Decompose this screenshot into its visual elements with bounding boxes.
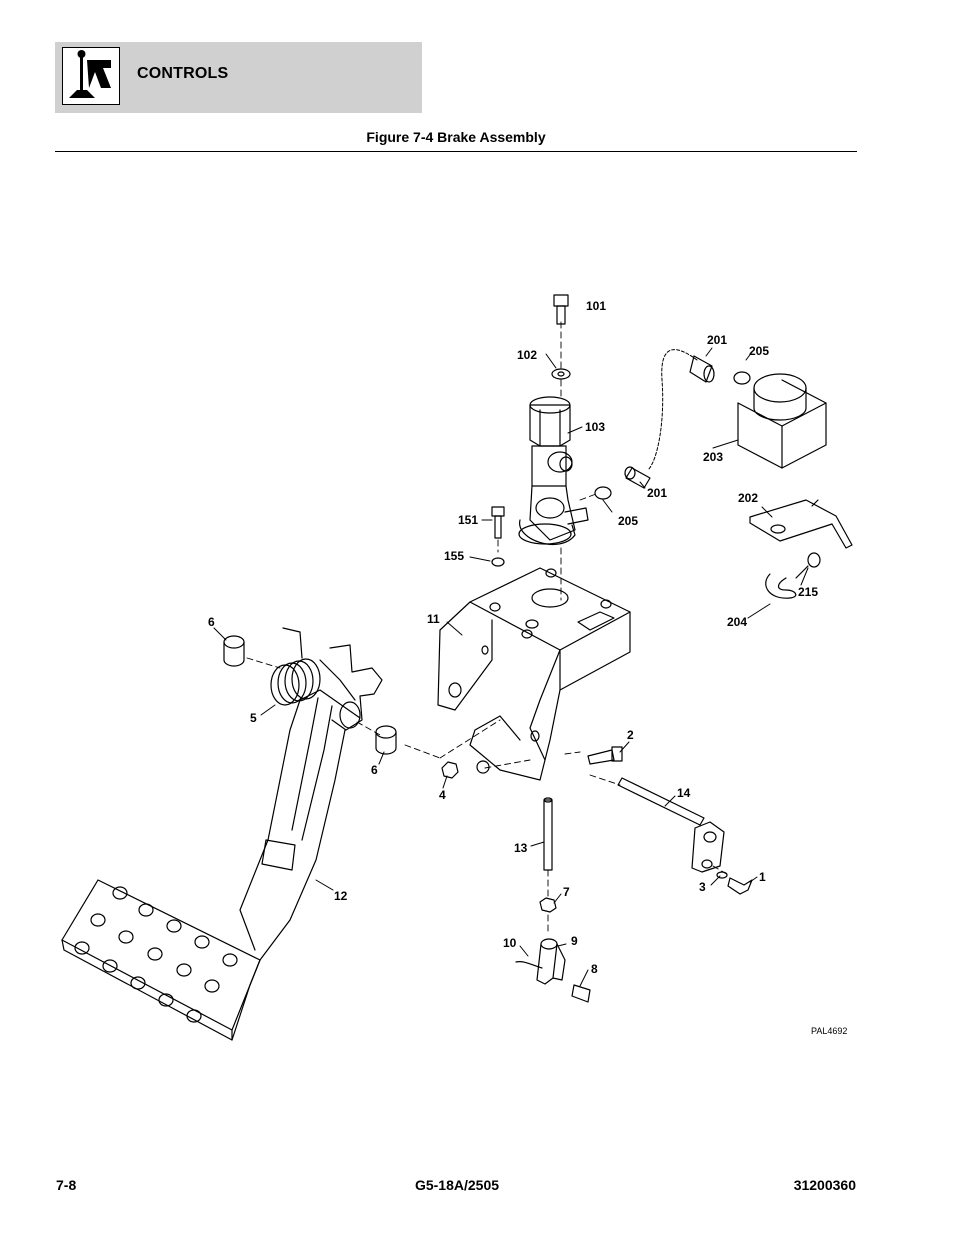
bolt-101 <box>553 294 569 325</box>
clevis-9 <box>515 938 591 1003</box>
callout-205-bottom: 205 <box>618 514 638 528</box>
callout-6-bottom: 6 <box>371 763 378 777</box>
callout-12: 12 <box>334 889 348 903</box>
mounting-bracket-11 <box>437 567 631 781</box>
callout-7: 7 <box>563 885 570 899</box>
callout-205-top: 205 <box>749 344 769 358</box>
document-number: 31200360 <box>793 1177 856 1193</box>
callout-101: 101 <box>586 299 606 313</box>
callout-201-bottom: 201 <box>647 486 667 500</box>
callout-102: 102 <box>517 348 537 362</box>
callout-11: 11 <box>427 612 440 626</box>
callout-5: 5 <box>250 711 257 725</box>
leader-lines <box>213 347 809 987</box>
callout-201-top: 201 <box>707 333 727 347</box>
reservoir-203 <box>737 373 827 469</box>
model-number: G5-18A/2505 <box>414 1177 500 1193</box>
figure-title: Figure 7-4 Brake Assembly <box>366 129 546 145</box>
callout-1: 1 <box>759 870 766 884</box>
callout-8: 8 <box>591 962 598 976</box>
callout-9: 9 <box>571 934 578 948</box>
callout-13: 13 <box>514 841 528 855</box>
callout-155: 155 <box>444 549 464 563</box>
callout-103: 103 <box>585 420 605 434</box>
pedal-pad-holes <box>74 886 238 1023</box>
callout-202: 202 <box>738 491 758 505</box>
master-cylinder-103 <box>518 396 589 545</box>
callout-4: 4 <box>439 788 446 802</box>
callout-14: 14 <box>677 786 691 800</box>
page-number: 7-8 <box>56 1177 77 1193</box>
callout-10: 10 <box>503 936 517 950</box>
spring-5 <box>270 627 356 706</box>
callout-151: 151 <box>458 513 478 527</box>
callout-203: 203 <box>703 450 723 464</box>
callout-3: 3 <box>699 880 706 894</box>
section-title: CONTROLS <box>137 65 229 82</box>
brake-pedal-12 <box>61 644 383 1041</box>
figure-code: PAL4692 <box>811 1026 847 1036</box>
callout-6-top: 6 <box>208 615 215 629</box>
callout-2: 2 <box>627 728 634 742</box>
callout-215: 215 <box>798 585 818 599</box>
callout-204: 204 <box>727 615 747 629</box>
header-rule <box>55 151 857 152</box>
joystick-control-icon <box>62 47 120 105</box>
